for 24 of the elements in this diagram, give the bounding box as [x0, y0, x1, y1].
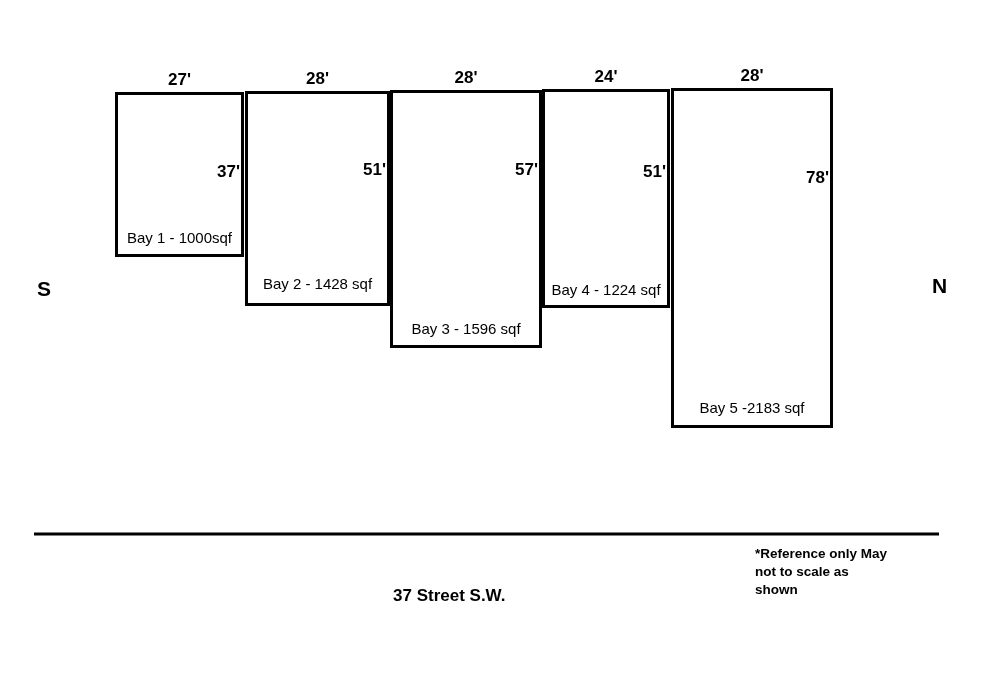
street-label: 37 Street S.W.	[393, 586, 506, 606]
dimension-label: 37'	[217, 162, 240, 182]
bay-outline	[245, 91, 390, 306]
bay-label: Bay 1 - 1000sqf	[125, 229, 234, 246]
compass-label: N	[932, 274, 948, 298]
bay-outline	[671, 88, 833, 428]
dimension-label: 28'	[740, 66, 764, 86]
dimension-label: 24'	[594, 67, 618, 87]
dimension-label: 51'	[643, 162, 666, 182]
dimension-label: 28'	[306, 69, 329, 89]
bay-outline	[390, 90, 542, 348]
bay-label: Bay 5 -2183 sqf	[698, 399, 806, 416]
dimension-label: 28'	[454, 68, 478, 88]
bay-label: Bay 4 - 1224 sqf	[550, 281, 662, 298]
note-text: *Reference only May not to scale as shown	[755, 545, 889, 599]
bay-outline	[542, 89, 670, 308]
dimension-label: 51'	[363, 160, 386, 180]
dimension-label: 27'	[168, 70, 191, 90]
bay-label: Bay 2 - 1428 sqf	[261, 275, 374, 292]
bay-outline	[115, 92, 244, 257]
dimension-label: 57'	[515, 160, 538, 180]
dimension-label: 78'	[806, 168, 829, 188]
compass-label: S	[37, 277, 51, 301]
bay-label: Bay 3 - 1596 sqf	[410, 320, 522, 337]
